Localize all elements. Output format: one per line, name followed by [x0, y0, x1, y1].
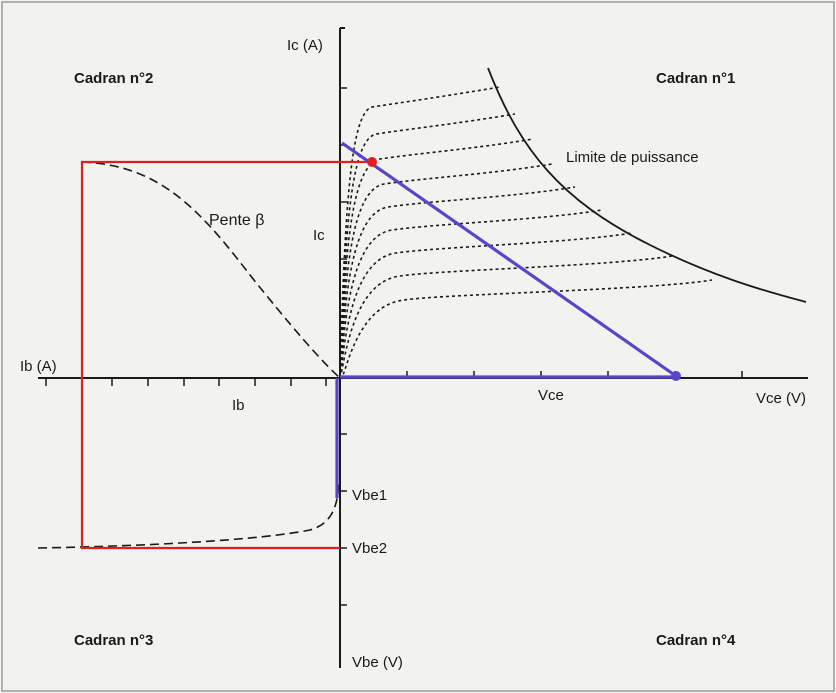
operating-point-red	[367, 157, 377, 167]
characteristic-curve	[339, 186, 576, 379]
vce-label: Vce	[538, 387, 564, 404]
characteristic-curve	[339, 255, 673, 379]
characteristic-curve	[339, 138, 534, 379]
red-construction-lines	[80, 160, 372, 550]
characteristic-curve	[339, 232, 633, 379]
quadrant-4-label: Cadran n°4	[656, 632, 736, 649]
quadrant-1-label: Cadran n°1	[656, 70, 735, 87]
ib-axis-label: Ib (A)	[20, 358, 57, 375]
vbe2-label: Vbe2	[352, 540, 387, 557]
input-characteristic-curve	[37, 479, 340, 549]
characteristic-curve	[339, 279, 713, 380]
operating-point-blue	[671, 371, 681, 381]
pente-beta-label: Pente β	[209, 212, 264, 229]
ib-label: Ib	[232, 397, 245, 414]
load-line	[341, 141, 677, 378]
vbe-axis-label: Vbe (V)	[352, 654, 403, 671]
characteristic-curve	[339, 163, 553, 379]
vce-axis-label: Vce (V)	[756, 390, 806, 407]
ic-label: Ic	[313, 227, 325, 244]
ic-axis-label: Ic (A)	[287, 37, 323, 54]
power-limit-label: Limite de puissance	[566, 149, 699, 166]
quadrant-3-label: Cadran n°3	[74, 632, 153, 649]
power-limit-curve	[487, 67, 807, 303]
vbe1-label: Vbe1	[352, 487, 387, 504]
output-characteristic-curves	[339, 86, 713, 380]
characteristic-curve	[339, 113, 516, 379]
characteristic-curve	[339, 86, 501, 379]
quadrant-2-label: Cadran n°2	[74, 70, 153, 87]
characteristic-curve	[339, 209, 603, 379]
beta-slope-curve	[81, 161, 341, 379]
